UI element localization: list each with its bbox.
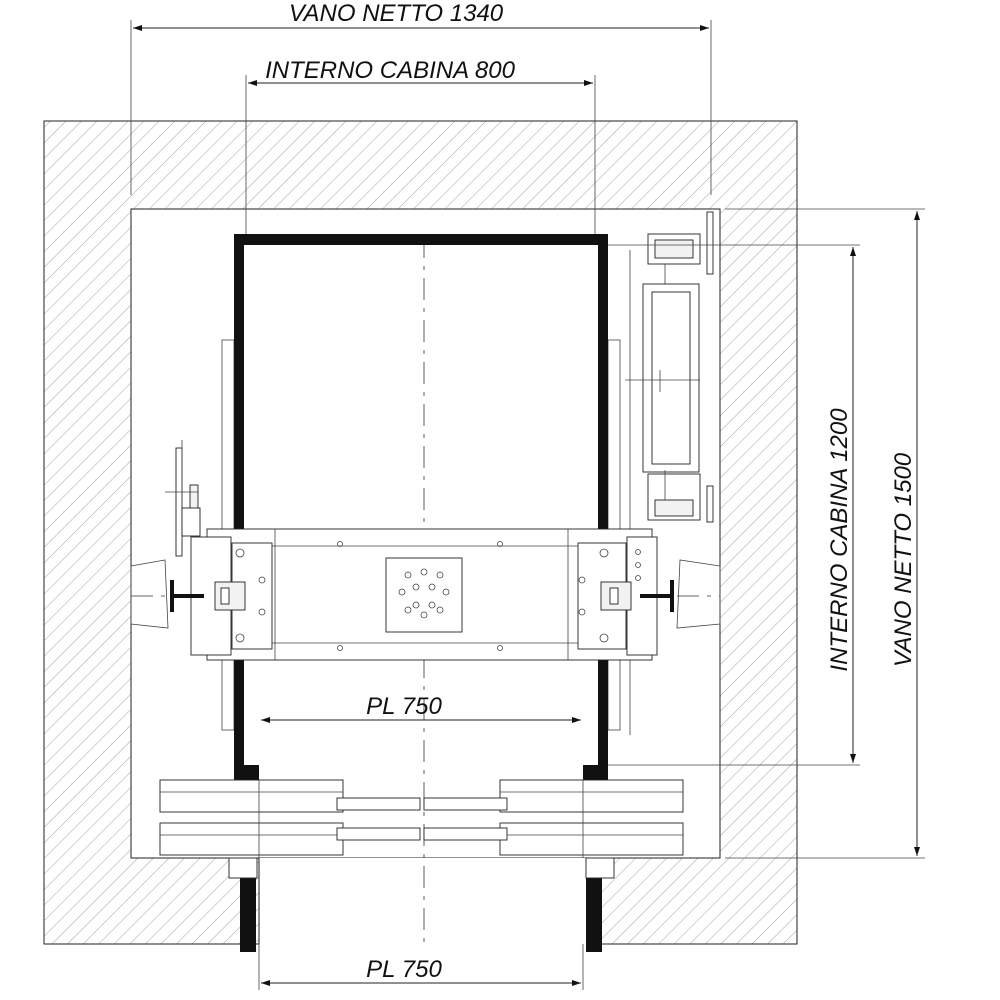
car-width-label: INTERNO CABINA 800 [265, 57, 515, 84]
door-clear-inner-label: PL 750 [366, 693, 442, 720]
landing-jamb-left [240, 876, 256, 952]
counterweight-assembly [625, 211, 714, 523]
dimension-shaft-depth: VANO NETTO 1500 [725, 208, 925, 859]
door-clear-outer-label: PL 750 [366, 956, 442, 983]
shaft-walls [43, 120, 798, 952]
door-opening-gap [259, 858, 600, 946]
dimension-car-depth: INTERNO CABINA 1200 [608, 244, 860, 766]
car-side-rails [221, 250, 631, 735]
shaft-width-label: VANO NETTO 1340 [289, 0, 504, 27]
car-depth-label: INTERNO CABINA 1200 [826, 408, 853, 672]
dimension-car-width: INTERNO CABINA 800 [245, 57, 596, 234]
shaft-depth-label: VANO NETTO 1500 [890, 452, 917, 667]
car-door-panels [159, 779, 684, 858]
guide-rail-left [170, 580, 204, 612]
car-frame [190, 528, 658, 661]
landing-jamb-right [586, 876, 602, 952]
dimension-door-clear-outer: PL 750 [258, 944, 584, 990]
guide-rails [130, 559, 721, 629]
central-plate [385, 557, 463, 633]
dimension-shaft-width: VANO NETTO 1340 [130, 0, 712, 195]
safety-gear-left [165, 440, 201, 557]
guide-rail-right [640, 580, 674, 612]
dimension-door-clear-inner: PL 750 [261, 693, 581, 723]
